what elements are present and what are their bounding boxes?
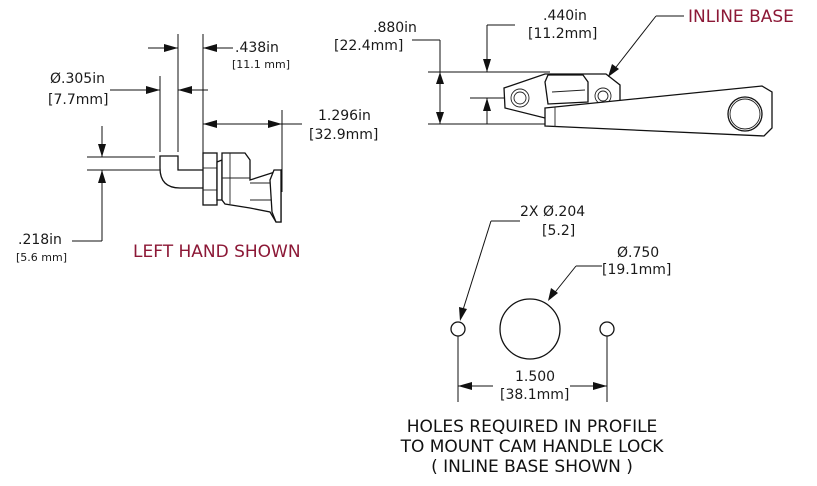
large-hole-dim: Ø.750 <box>617 245 659 261</box>
dim-width-in: .438in <box>235 40 279 56</box>
small-holes-mm: [5.2] <box>542 223 575 239</box>
hole-pattern <box>450 220 615 402</box>
dim-diameter-mm: [7.7mm] <box>48 92 108 108</box>
small-holes-dim: 2X Ø.204 <box>520 204 585 220</box>
note-line-2: TO MOUNT CAM HANDLE LOCK <box>400 437 665 457</box>
dim-offset-in: .218in <box>18 232 62 248</box>
dim-width-mm: [11.1 mm] <box>232 58 290 71</box>
dim-height-mm: [22.4mm] <box>334 38 403 54</box>
note-line-1: HOLES REQUIRED IN PROFILE <box>407 417 658 437</box>
spacing-in: 1.500 <box>515 369 555 385</box>
dim-half-mm: [11.2mm] <box>528 26 597 42</box>
large-hole-mm: [19.1mm] <box>602 262 671 278</box>
spacing-mm: [38.1mm] <box>500 387 569 403</box>
left-hand-shown-label: LEFT HAND SHOWN <box>133 242 301 262</box>
dim-offset-mm: [5.6 mm] <box>16 251 67 264</box>
note-line-3: ( INLINE BASE SHOWN ) <box>431 457 633 477</box>
side-view <box>72 34 302 242</box>
inline-base-callout: INLINE BASE <box>688 7 794 27</box>
top-view <box>412 15 773 137</box>
dim-depth-mm: [32.9mm] <box>309 127 378 143</box>
dim-depth-in: 1.296in <box>318 108 371 124</box>
dim-half-in: .440in <box>543 8 587 24</box>
dim-diameter-in: Ø.305in <box>50 71 105 87</box>
dim-height-in: .880in <box>373 20 417 36</box>
